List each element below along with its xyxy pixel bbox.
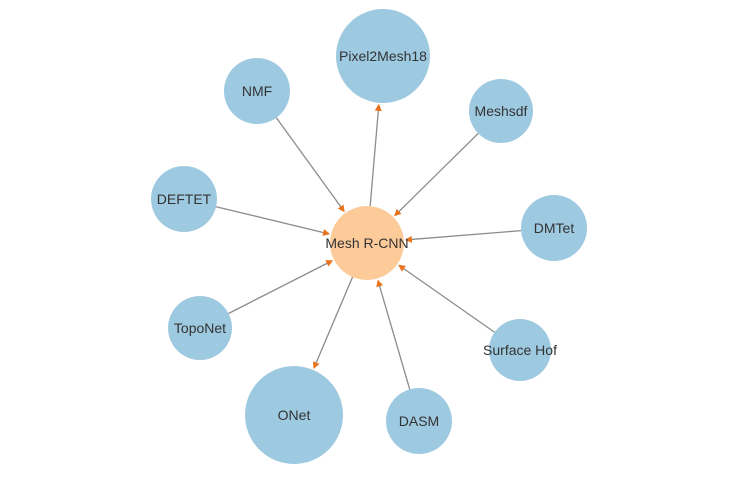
node-circle[interactable]: [336, 9, 430, 103]
node-label: Pixel2Mesh18: [339, 48, 427, 64]
node-label: Meshsdf: [475, 103, 528, 119]
node-circle[interactable]: [224, 58, 290, 124]
edge-line: [369, 108, 380, 207]
edge-line: [275, 117, 343, 209]
node-circle[interactable]: [521, 195, 587, 261]
edge-line: [397, 132, 479, 214]
node-label: TopoNet: [174, 320, 226, 336]
arrow-head-icon: [325, 260, 334, 267]
node-dmtet[interactable]: DMTet: [521, 195, 587, 261]
edge-mesh-rcnn-to-onet: [313, 276, 354, 369]
node-onet[interactable]: ONet: [245, 366, 343, 464]
arrow-head-icon: [322, 229, 331, 236]
node-label: NMF: [242, 83, 272, 99]
edge-line: [378, 284, 411, 390]
node-deftet[interactable]: DEFTET: [151, 166, 217, 232]
edge-surface-hof-to-mesh-rcnn: [398, 264, 495, 333]
node-nmf[interactable]: NMF: [224, 58, 290, 124]
node-circle[interactable]: [386, 388, 452, 454]
node-mesh-rcnn[interactable]: Mesh R-CNN: [325, 206, 409, 280]
node-circle[interactable]: [330, 206, 404, 280]
node-circle[interactable]: [469, 79, 533, 143]
node-circle[interactable]: [151, 166, 217, 232]
node-label: DASM: [399, 413, 439, 429]
edge-mesh-rcnn-to-pixel2mesh18: [369, 103, 382, 207]
node-meshsdf[interactable]: Meshsdf: [469, 79, 533, 143]
edge-line: [401, 267, 495, 333]
node-label: DMTet: [534, 220, 575, 236]
edge-dasm-to-mesh-rcnn: [376, 279, 411, 390]
node-surface-hof[interactable]: Surface Hof: [483, 319, 557, 381]
edge-deftet-to-mesh-rcnn: [215, 206, 331, 236]
node-circle[interactable]: [489, 319, 551, 381]
arrow-head-icon: [337, 204, 345, 213]
edge-toponet-to-mesh-rcnn: [228, 260, 334, 315]
node-dasm[interactable]: DASM: [386, 388, 452, 454]
edge-line: [228, 261, 329, 315]
node-label: DEFTET: [157, 191, 212, 207]
node-pixel2mesh18[interactable]: Pixel2Mesh18: [336, 9, 430, 103]
arrow-head-icon: [394, 208, 402, 217]
edge-dmtet-to-mesh-rcnn: [404, 229, 522, 243]
node-label: ONet: [278, 407, 311, 423]
node-circle[interactable]: [245, 366, 343, 464]
arrow-head-icon: [313, 361, 320, 369]
edges-layer: [215, 103, 522, 390]
node-label: Surface Hof: [483, 342, 557, 358]
arrow-head-icon: [374, 103, 382, 112]
edge-line: [409, 229, 522, 241]
edge-line: [215, 206, 326, 234]
node-label: Mesh R-CNN: [325, 235, 408, 251]
node-circle[interactable]: [168, 296, 232, 360]
arrow-head-icon: [376, 279, 383, 288]
edge-meshsdf-to-mesh-rcnn: [394, 132, 479, 217]
node-toponet[interactable]: TopoNet: [168, 296, 232, 360]
arrow-head-icon: [404, 235, 413, 243]
edge-line: [314, 276, 354, 365]
edge-nmf-to-mesh-rcnn: [275, 117, 345, 213]
arrow-head-icon: [398, 264, 406, 272]
